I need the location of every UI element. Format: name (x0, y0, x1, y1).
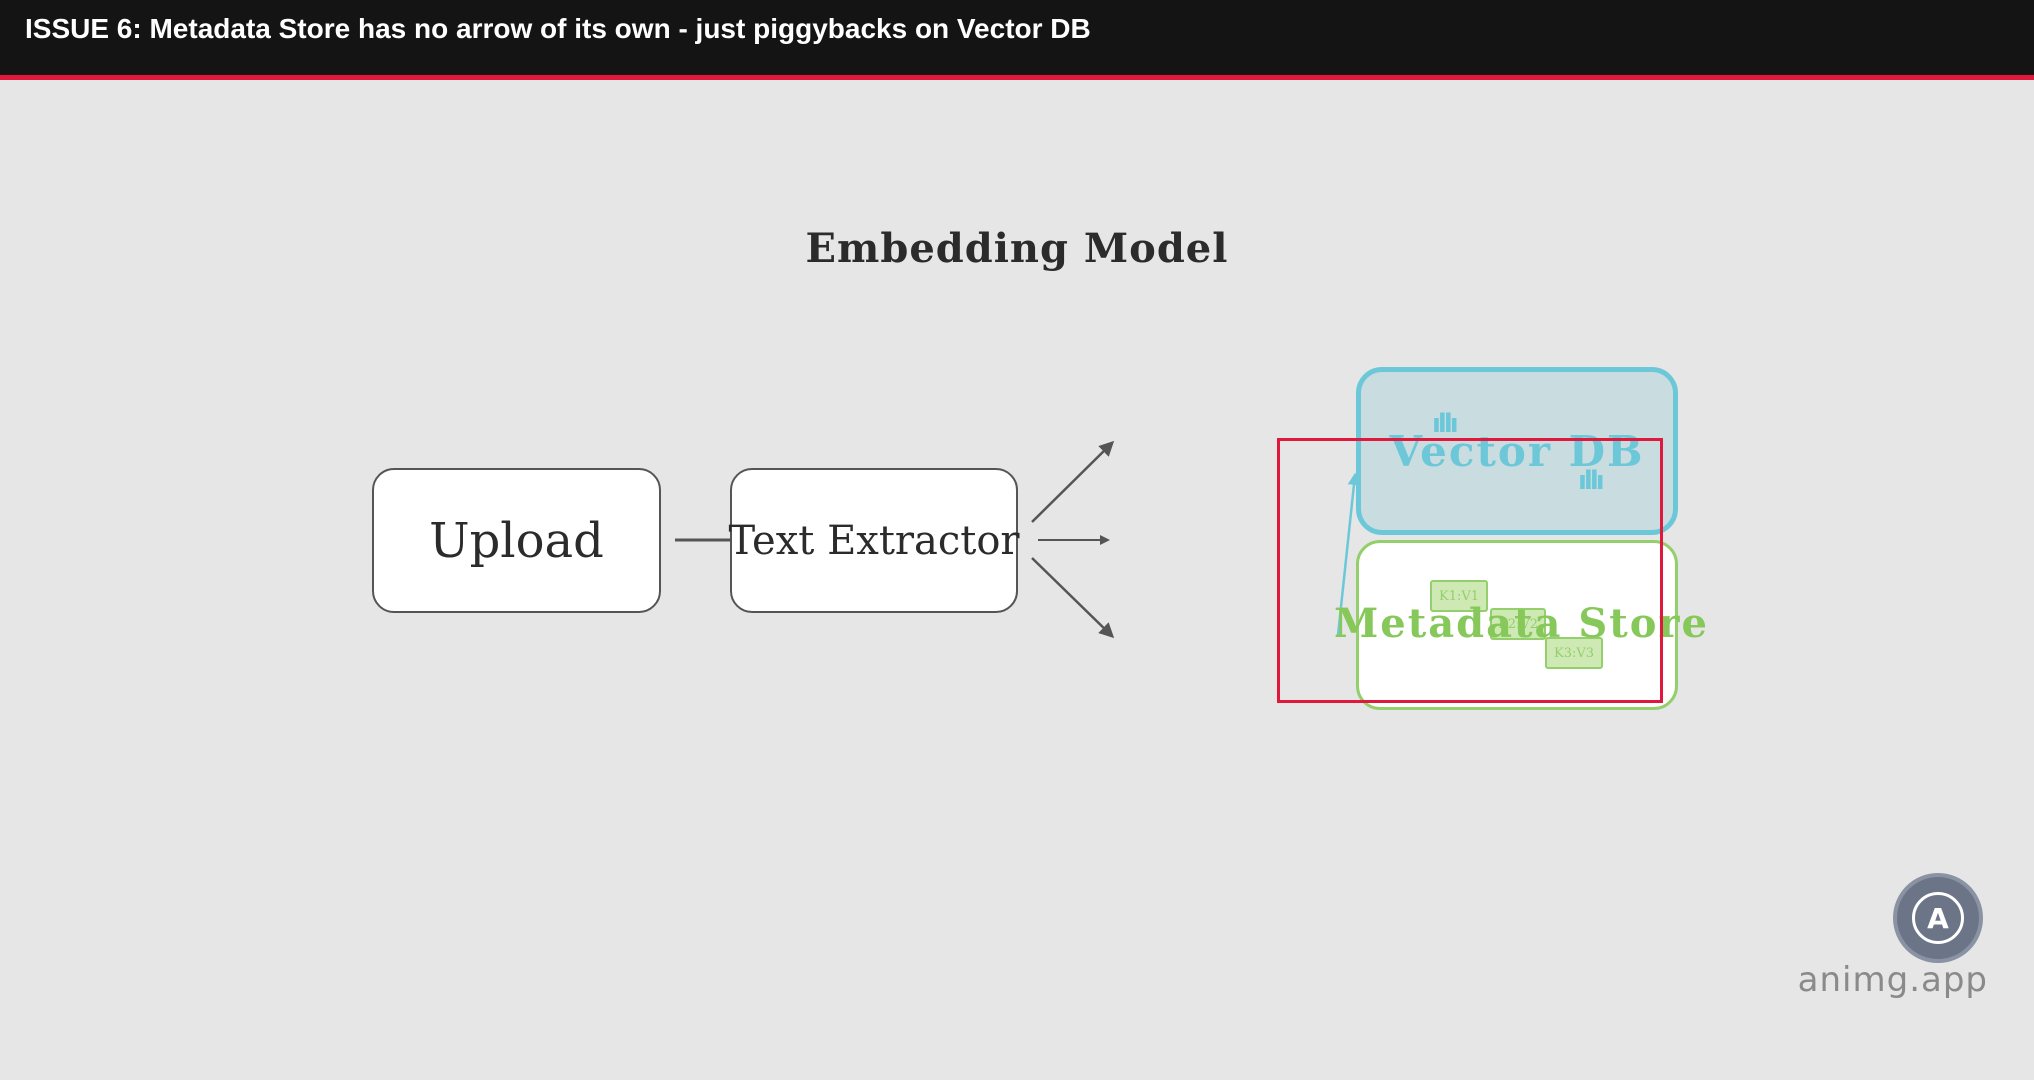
text-extractor-label: Text Extractor (728, 517, 1020, 564)
vector-waveform-icon: ıllı (1432, 409, 1459, 439)
animg-logo-letter: A (1912, 892, 1964, 944)
diagram-canvas: Embedding Model Upload Text Extractor Ve… (0, 85, 2034, 1080)
watermark-text: animg.app (1797, 960, 1988, 1000)
vector-db-label: Vector DB (1389, 426, 1645, 476)
text-extractor-node: Text Extractor (728, 468, 1020, 613)
vector-db-inbound-arrow (1336, 472, 1361, 636)
upload-node: Upload (372, 468, 661, 613)
kv-chip: K1:V1 (1430, 580, 1488, 612)
kv-chip: K3:V3 (1545, 637, 1603, 669)
issue-highlight-box (1277, 438, 1663, 703)
upload-label: Upload (429, 512, 604, 569)
fanout-arrow-up (1031, 440, 1115, 523)
vector-db-node: Vector DB (1356, 367, 1678, 535)
embedding-model-label: Embedding Model (805, 225, 1229, 272)
connector-layer (675, 440, 1361, 639)
metadata-store-label: Metadata Store (1334, 600, 1709, 647)
animg-logo-icon[interactable]: A (1893, 873, 1983, 963)
kv-chip: K2:V2 (1490, 608, 1546, 640)
fanout-arrow-down (1031, 557, 1115, 639)
issue-title: ISSUE 6: Metadata Store has no arrow of … (25, 13, 1091, 44)
issue-header: ISSUE 6: Metadata Store has no arrow of … (0, 0, 2034, 80)
vector-waveform-icon: ıllı (1578, 466, 1605, 496)
